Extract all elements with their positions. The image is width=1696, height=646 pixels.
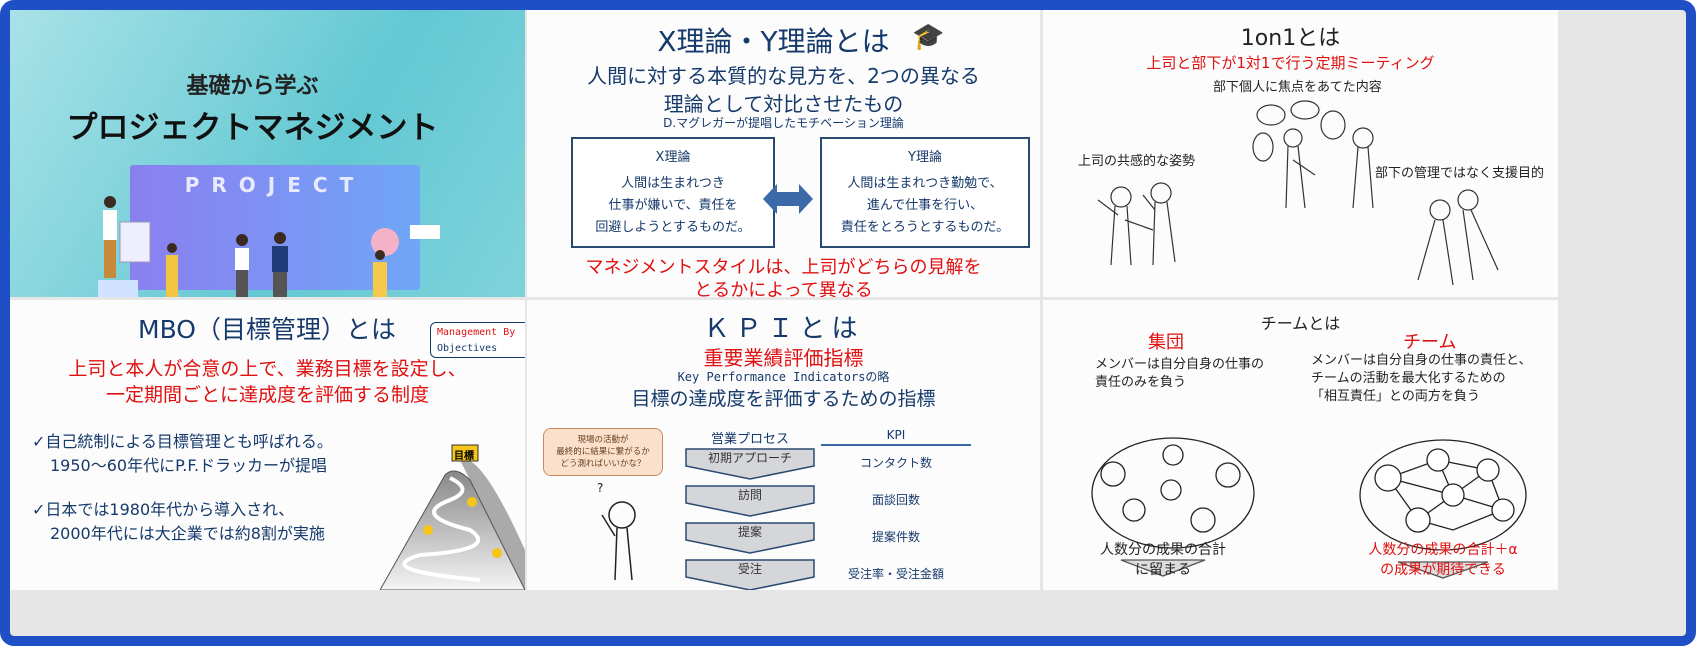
team-illustration (98, 196, 440, 297)
result-line: に留まる (1135, 562, 1191, 578)
point-focus: 部下個人に焦点をあてた内容 (1213, 80, 1382, 95)
bullet-line: 1950～60年代にP.F.ドラッカーが提唱 (50, 456, 328, 475)
y-line: 人間は生まれつき勤勉で、 (847, 176, 1003, 191)
hero-title: プロジェクトマネジメント (66, 110, 439, 146)
graduation-cap-icon: 🎓 (912, 22, 945, 52)
bubble-line: 現場の活動が (577, 435, 629, 445)
xy-conclusion-1: マネジメントスタイルは、上司がどちらの見解を (585, 257, 982, 278)
hero-subtitle: 基礎から学ぶ (186, 74, 319, 99)
kpi-metric: 受注率・受注金額 (847, 567, 944, 581)
step-label: 訪問 (737, 488, 762, 502)
kpi-panel: ＫＰＩとは 重要業績評価指標 Key Performance Indicator… (527, 300, 1040, 590)
goal-flag-label: 目標 (454, 451, 474, 462)
svg-text:?: ? (597, 481, 603, 495)
desc-line: メンバーは自分自身の仕事の責任と、 (1311, 353, 1532, 368)
x-line: 回避しようとするものだ。 (595, 220, 751, 235)
x-line: 人間は生まれつき (621, 176, 725, 191)
xy-theory-panel: X理論・Y理論とは 🎓 人間に対する本質的な見方を、2つの異なる 理論として対比… (527, 10, 1040, 297)
x-theory-box: X理論 人間は生まれつき 仕事が嫌いで、責任を 回避しようとするものだ。 (571, 137, 775, 248)
mbo-panel: MBO（目標管理）とは Management By Objectives 上司と… (10, 300, 525, 590)
x-line: 仕事が嫌いで、責任を (608, 198, 738, 213)
oneonone-title: 1on1とは (1240, 26, 1341, 51)
xy-conclusion-2: とるかによって異なる (694, 280, 873, 297)
x-theory-label: X理論 (655, 150, 691, 165)
xy-desc-1: 人間に対する本質的な見方を、2つの異なる (587, 64, 980, 88)
y-line: 責任をとろうとするものだ。 (840, 220, 1010, 235)
team-panel: チームとは 集団 チーム メンバーは自分自身の仕事の責任のみを負う メンバーは自… (1043, 300, 1558, 590)
kpi-en: Key Performance Indicatorsの略 (677, 370, 890, 384)
mbo-def-1: 上司と本人が合意の上で、業務目標を設定し、 (68, 358, 467, 380)
team-desc: メンバーは自分自身の仕事の責任と、チームの活動を最大化するための「相互責任」との… (1311, 352, 1531, 406)
stick-figures-illustration (1097, 100, 1499, 286)
process-header: 営業プロセス (710, 432, 789, 447)
xy-note: D.マグレガーが提唱したモチベーション理論 (663, 116, 904, 130)
point-empathy: 上司の共感的な姿勢 (1078, 154, 1196, 169)
process-step: 受注 (685, 559, 815, 590)
chevron-shape (685, 559, 815, 590)
kpi-desc: 目標の達成度を評価するための指標 (631, 388, 936, 410)
bubble-line: どう測ればいいかな？ (560, 459, 646, 469)
desc-line: メンバーは自分自身の仕事の (1095, 357, 1265, 372)
chevron-shape (685, 485, 815, 517)
mountain-illustration (380, 444, 525, 590)
bullet-line: 2000年代には大企業では約8割が実施 (50, 524, 325, 543)
thought-bubble: 現場の活動が最終的に結果に繋がるかどう測ればいいかな？ (543, 428, 663, 476)
result-line: の成果が期待できる (1380, 562, 1506, 578)
xy-title: X理論・Y理論とは (657, 25, 890, 58)
bubble-line: 最終的に結果に繋がるか (556, 447, 650, 457)
process-step: 提案 (685, 522, 815, 554)
bubble-line: Objectives (437, 343, 498, 354)
mbo-bubble: Management By Objectives (430, 322, 525, 358)
kpi-metric: 面談回数 (871, 493, 920, 507)
one-on-one-panel: 1on1とは 上司と部下が1対1で行う定期ミーティング 部下個人に焦点をあてた内… (1043, 10, 1558, 297)
group-result: 人数分の成果の合計に留まる (1063, 540, 1263, 580)
team-network (1374, 448, 1515, 533)
team-label: チーム (1403, 332, 1457, 353)
hero-panel: 基礎から学ぶ プロジェクトマネジメント PROJECT (10, 10, 525, 297)
double-arrow-icon (763, 184, 813, 214)
desc-line: チームの活動を最大化するための (1311, 371, 1506, 386)
result-line: 人数分の成果の合計＋α (1368, 542, 1518, 558)
step-label: 初期アプローチ (707, 451, 792, 465)
y-theory-label: Y理論 (908, 150, 942, 165)
group-label: 集団 (1148, 332, 1184, 353)
point-support: 部下の管理ではなく支援目的 (1375, 166, 1545, 181)
team-result: 人数分の成果の合計＋α の成果が期待できる (1333, 540, 1553, 580)
group-members (1100, 444, 1241, 533)
process-step: 訪問 (685, 485, 815, 517)
group-vs-team-diagram (1091, 437, 1527, 579)
group-desc: メンバーは自分自身の仕事の責任のみを負う (1095, 356, 1264, 392)
kpi-header: KPI (821, 428, 971, 446)
chevron-shape (685, 448, 815, 480)
kpi-metric: 提案件数 (871, 530, 920, 544)
y-theory-box: Y理論 人間は生まれつき勤勉で、 進んで仕事を行い、 責任をとろうとするものだ。 (820, 137, 1030, 248)
desc-line: 責任のみを負う (1095, 375, 1187, 390)
mbo-def-2: 一定期間ごとに達成度を評価する制度 (105, 384, 429, 406)
y-line: 進んで仕事を行い、 (866, 198, 984, 213)
screen-label: PROJECT (184, 173, 366, 197)
xy-desc-2: 理論として対比させたもの (663, 92, 904, 116)
bullet-line: ✓自己統制による目標管理とも呼ばれる。 (32, 432, 333, 451)
thinking-person-icon: ? (597, 481, 636, 581)
process-step: 初期アプローチ (685, 448, 815, 480)
desc-line: 「相互責任」との両方を負う (1311, 389, 1480, 404)
kpi-metric: コンタクト数 (859, 456, 932, 470)
mbo-title: MBO（目標管理）とは (138, 315, 396, 344)
bullet-line: ✓日本では1980年代から導入され、 (32, 500, 295, 519)
result-line: 人数分の成果の合計 (1100, 542, 1226, 558)
kpi-title: ＫＰＩとは (703, 314, 864, 344)
mbo-bullet: ✓自己統制による目標管理とも呼ばれる。 1950～60年代にP.F.ドラッカーが… (32, 430, 333, 546)
oneonone-subtitle: 上司と部下が1対1で行う定期ミーティング (1146, 54, 1435, 72)
bubble-line: Management By (437, 327, 516, 338)
kpi-jp: 重要業績評価指標 (703, 346, 864, 370)
chevron-shape (685, 522, 815, 554)
team-title: チームとは (1260, 314, 1341, 333)
step-label: 提案 (737, 525, 762, 539)
step-label: 受注 (737, 562, 762, 576)
